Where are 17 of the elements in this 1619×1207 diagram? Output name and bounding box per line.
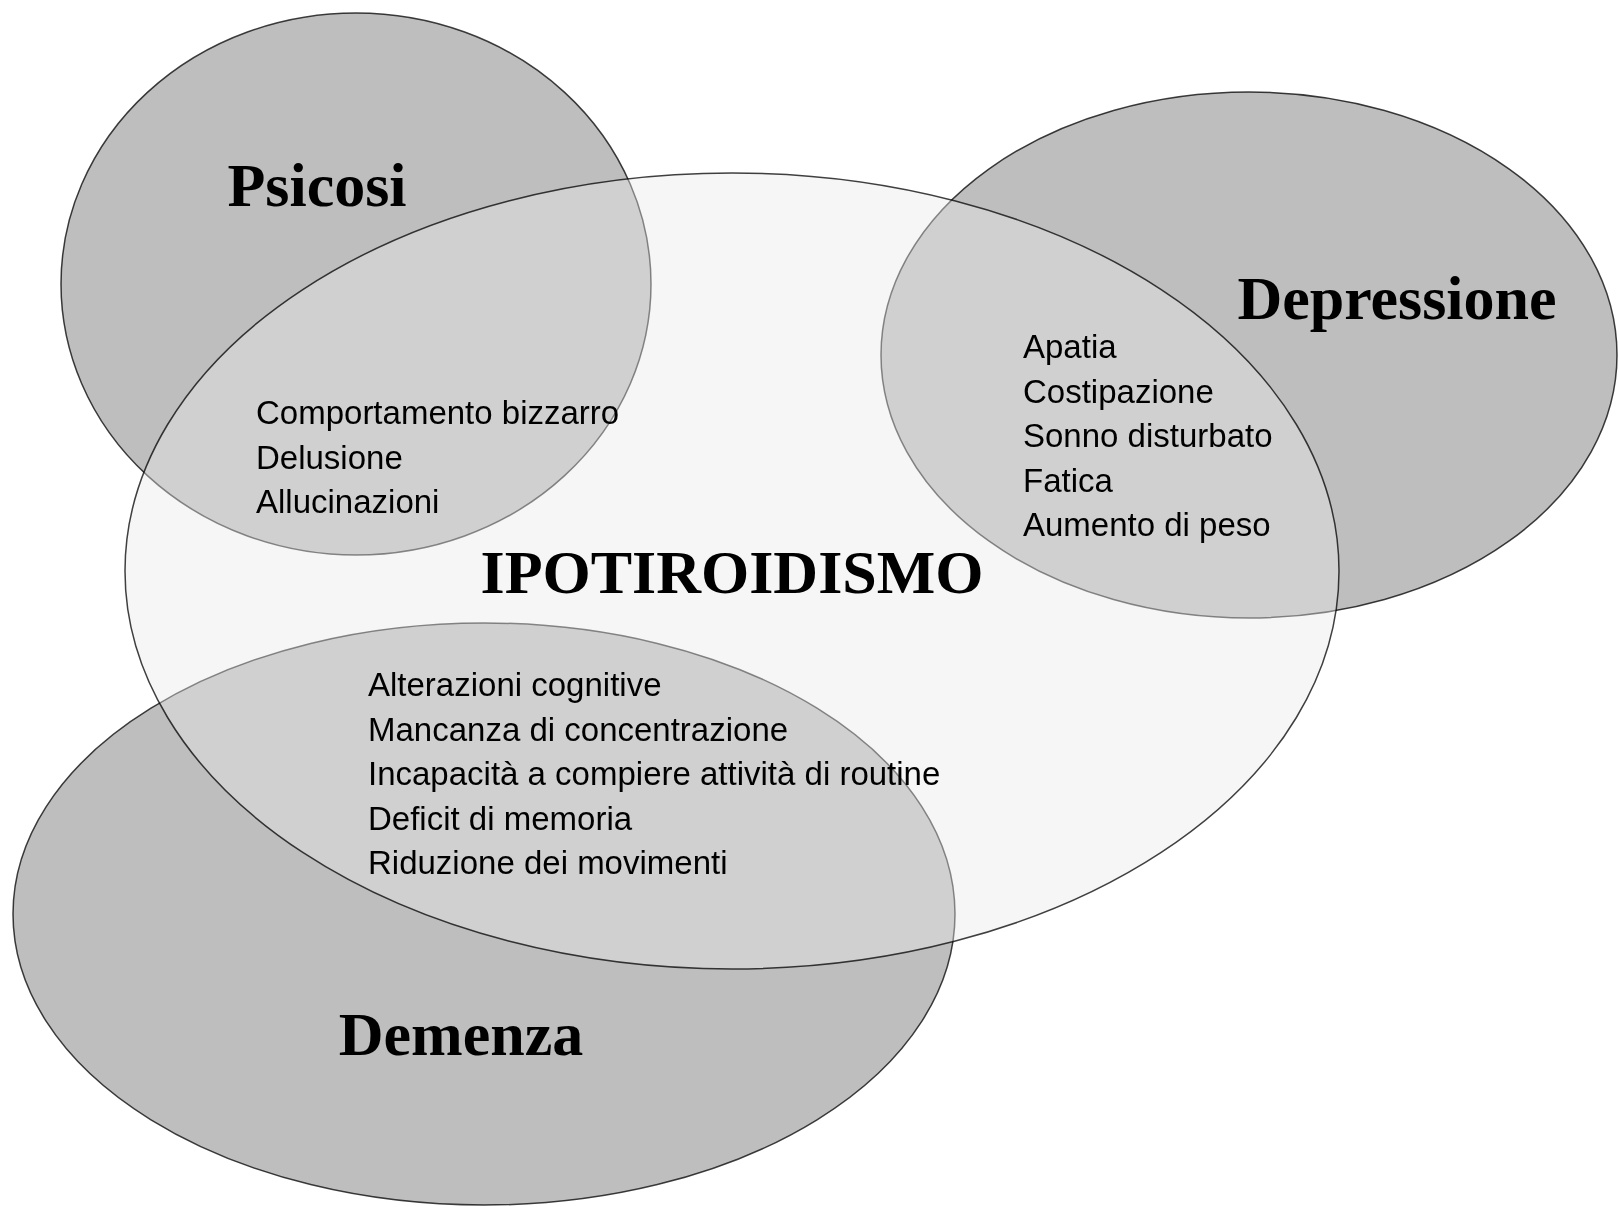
region-title: Psicosi [227,149,407,221]
region-title: IPOTIROIDISMO [480,536,984,608]
region-title: Depressione [1237,262,1557,334]
symptom-text: Comportamento bizzarro [256,396,620,429]
symptom-text: Fatica [1023,463,1113,497]
symptom-text: Delusione [256,440,403,474]
symptom-text: Deficit di memoria [368,801,633,835]
symptom-text: Allucinazioni [256,485,440,519]
symptom-text: Costipazione [1023,374,1214,408]
symptom-text: Riduzione dei movimenti [368,846,728,880]
symptom-text: Mancanza di concentrazione [368,712,789,746]
symptom-text: Aumento di peso [1023,508,1271,542]
symptom-text: Sonno disturbato [1023,419,1273,453]
region-title: Demenza [338,998,584,1070]
symptom-text: Incapacità a compiere attività di routine [368,757,941,791]
symptom-text: Alterazioni cognitive [368,668,662,701]
symptom-text: Apatia [1023,330,1117,363]
